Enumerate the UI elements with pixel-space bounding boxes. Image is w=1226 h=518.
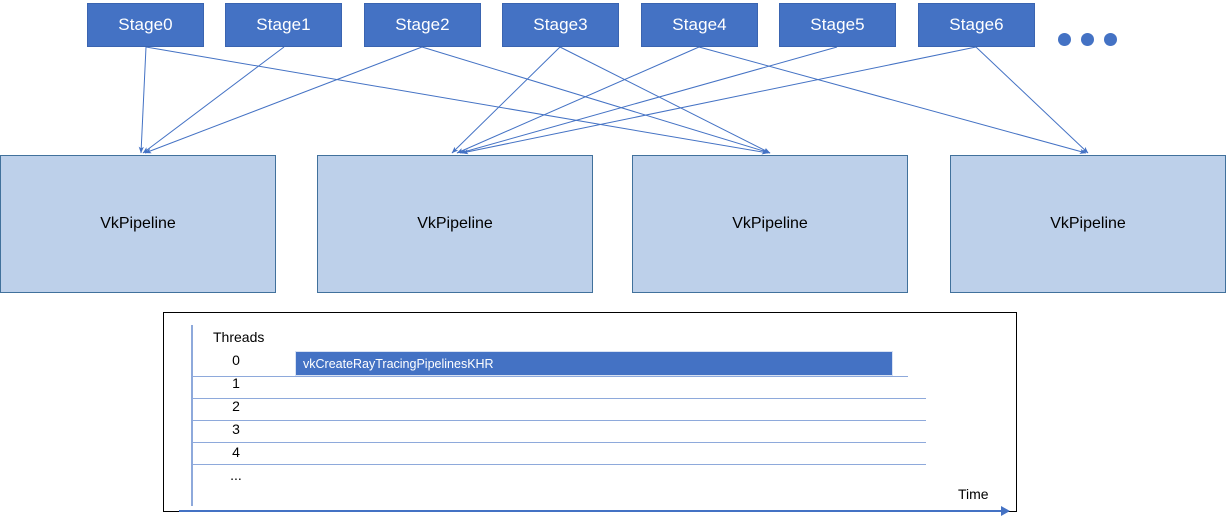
pipeline-box-0[interactable]: VkPipeline [0,155,276,293]
thread-row-separator-4 [191,464,926,465]
stage-box-5[interactable]: Stage5 [779,3,896,47]
thread-row-separator-2 [191,420,926,421]
timeline-horizontal-axis [179,510,1001,512]
pipeline-label: VkPipeline [1050,215,1126,232]
thread-row-label-4: 4 [232,444,240,460]
thread-row-separator-3 [191,442,926,443]
stages-ellipsis-icon [1058,33,1117,46]
edge-stage3-to-pipeline-2 [559,46,771,154]
pipeline-label: VkPipeline [732,215,808,232]
stage-label: Stage4 [672,15,727,34]
stage-box-3[interactable]: Stage3 [502,3,619,47]
stage-label: Stage5 [810,15,865,34]
timeline-panel: Threads 0 1 2 3 4... vkCreateRayTracingPipel… [163,312,1017,516]
ellipsis-dot [1058,33,1071,46]
edge-stage0-to-pipeline-2 [145,46,769,155]
thread-row-label-3: 3 [232,421,240,437]
thread-row-separator-1 [191,398,926,399]
thread-row-separator-0 [191,376,908,377]
pipeline-box-1[interactable]: VkPipeline [317,155,593,293]
edge-stage6-to-pipeline-1 [461,46,977,155]
stage-label: Stage0 [118,15,173,34]
pipeline-label: VkPipeline [100,215,176,232]
stage-label: Stage2 [395,15,450,34]
pipeline-label: VkPipeline [417,215,493,232]
thread-row-label-5: ... [230,467,242,483]
edge-stage4-to-pipeline-1 [456,46,700,154]
stage-box-1[interactable]: Stage1 [225,3,342,47]
edge-stage0-to-pipeline-0 [138,46,147,154]
thread-row-label-0: 0 [232,352,240,368]
threads-header-label: Threads [213,329,265,345]
edge-stage6-to-pipeline-3 [975,46,1089,154]
thread-row-label-1: 1 [232,375,240,391]
timeline-vertical-axis [191,325,193,506]
timeline-bar-0[interactable]: vkCreateRayTracingPipelinesKHR [295,351,893,376]
timeline-bar-label: vkCreateRayTracingPipelinesKHR [303,356,494,371]
ellipsis-dot [1081,33,1094,46]
edge-stage5-to-pipeline-1 [459,46,838,154]
edge-stage2-to-pipeline-0 [144,46,423,154]
pipeline-box-3[interactable]: VkPipeline [950,155,1226,293]
ellipsis-dot [1104,33,1117,46]
edge-stage2-to-pipeline-2 [421,46,771,154]
stage-box-6[interactable]: Stage6 [918,3,1035,47]
stage-label: Stage6 [949,15,1004,34]
stage-box-4[interactable]: Stage4 [641,3,758,47]
thread-row-label-2: 2 [232,398,240,414]
edge-stage1-to-pipeline-0 [142,46,285,154]
edge-stage4-to-pipeline-3 [698,46,1087,154]
edge-stage3-to-pipeline-1 [451,46,561,154]
stage-label: Stage1 [256,15,311,34]
stage-label: Stage3 [533,15,588,34]
time-axis-label: Time [958,486,989,502]
stage-box-0[interactable]: Stage0 [87,3,204,47]
stage-box-2[interactable]: Stage2 [364,3,481,47]
pipeline-box-2[interactable]: VkPipeline [632,155,908,293]
time-arrow-icon [1001,506,1010,516]
